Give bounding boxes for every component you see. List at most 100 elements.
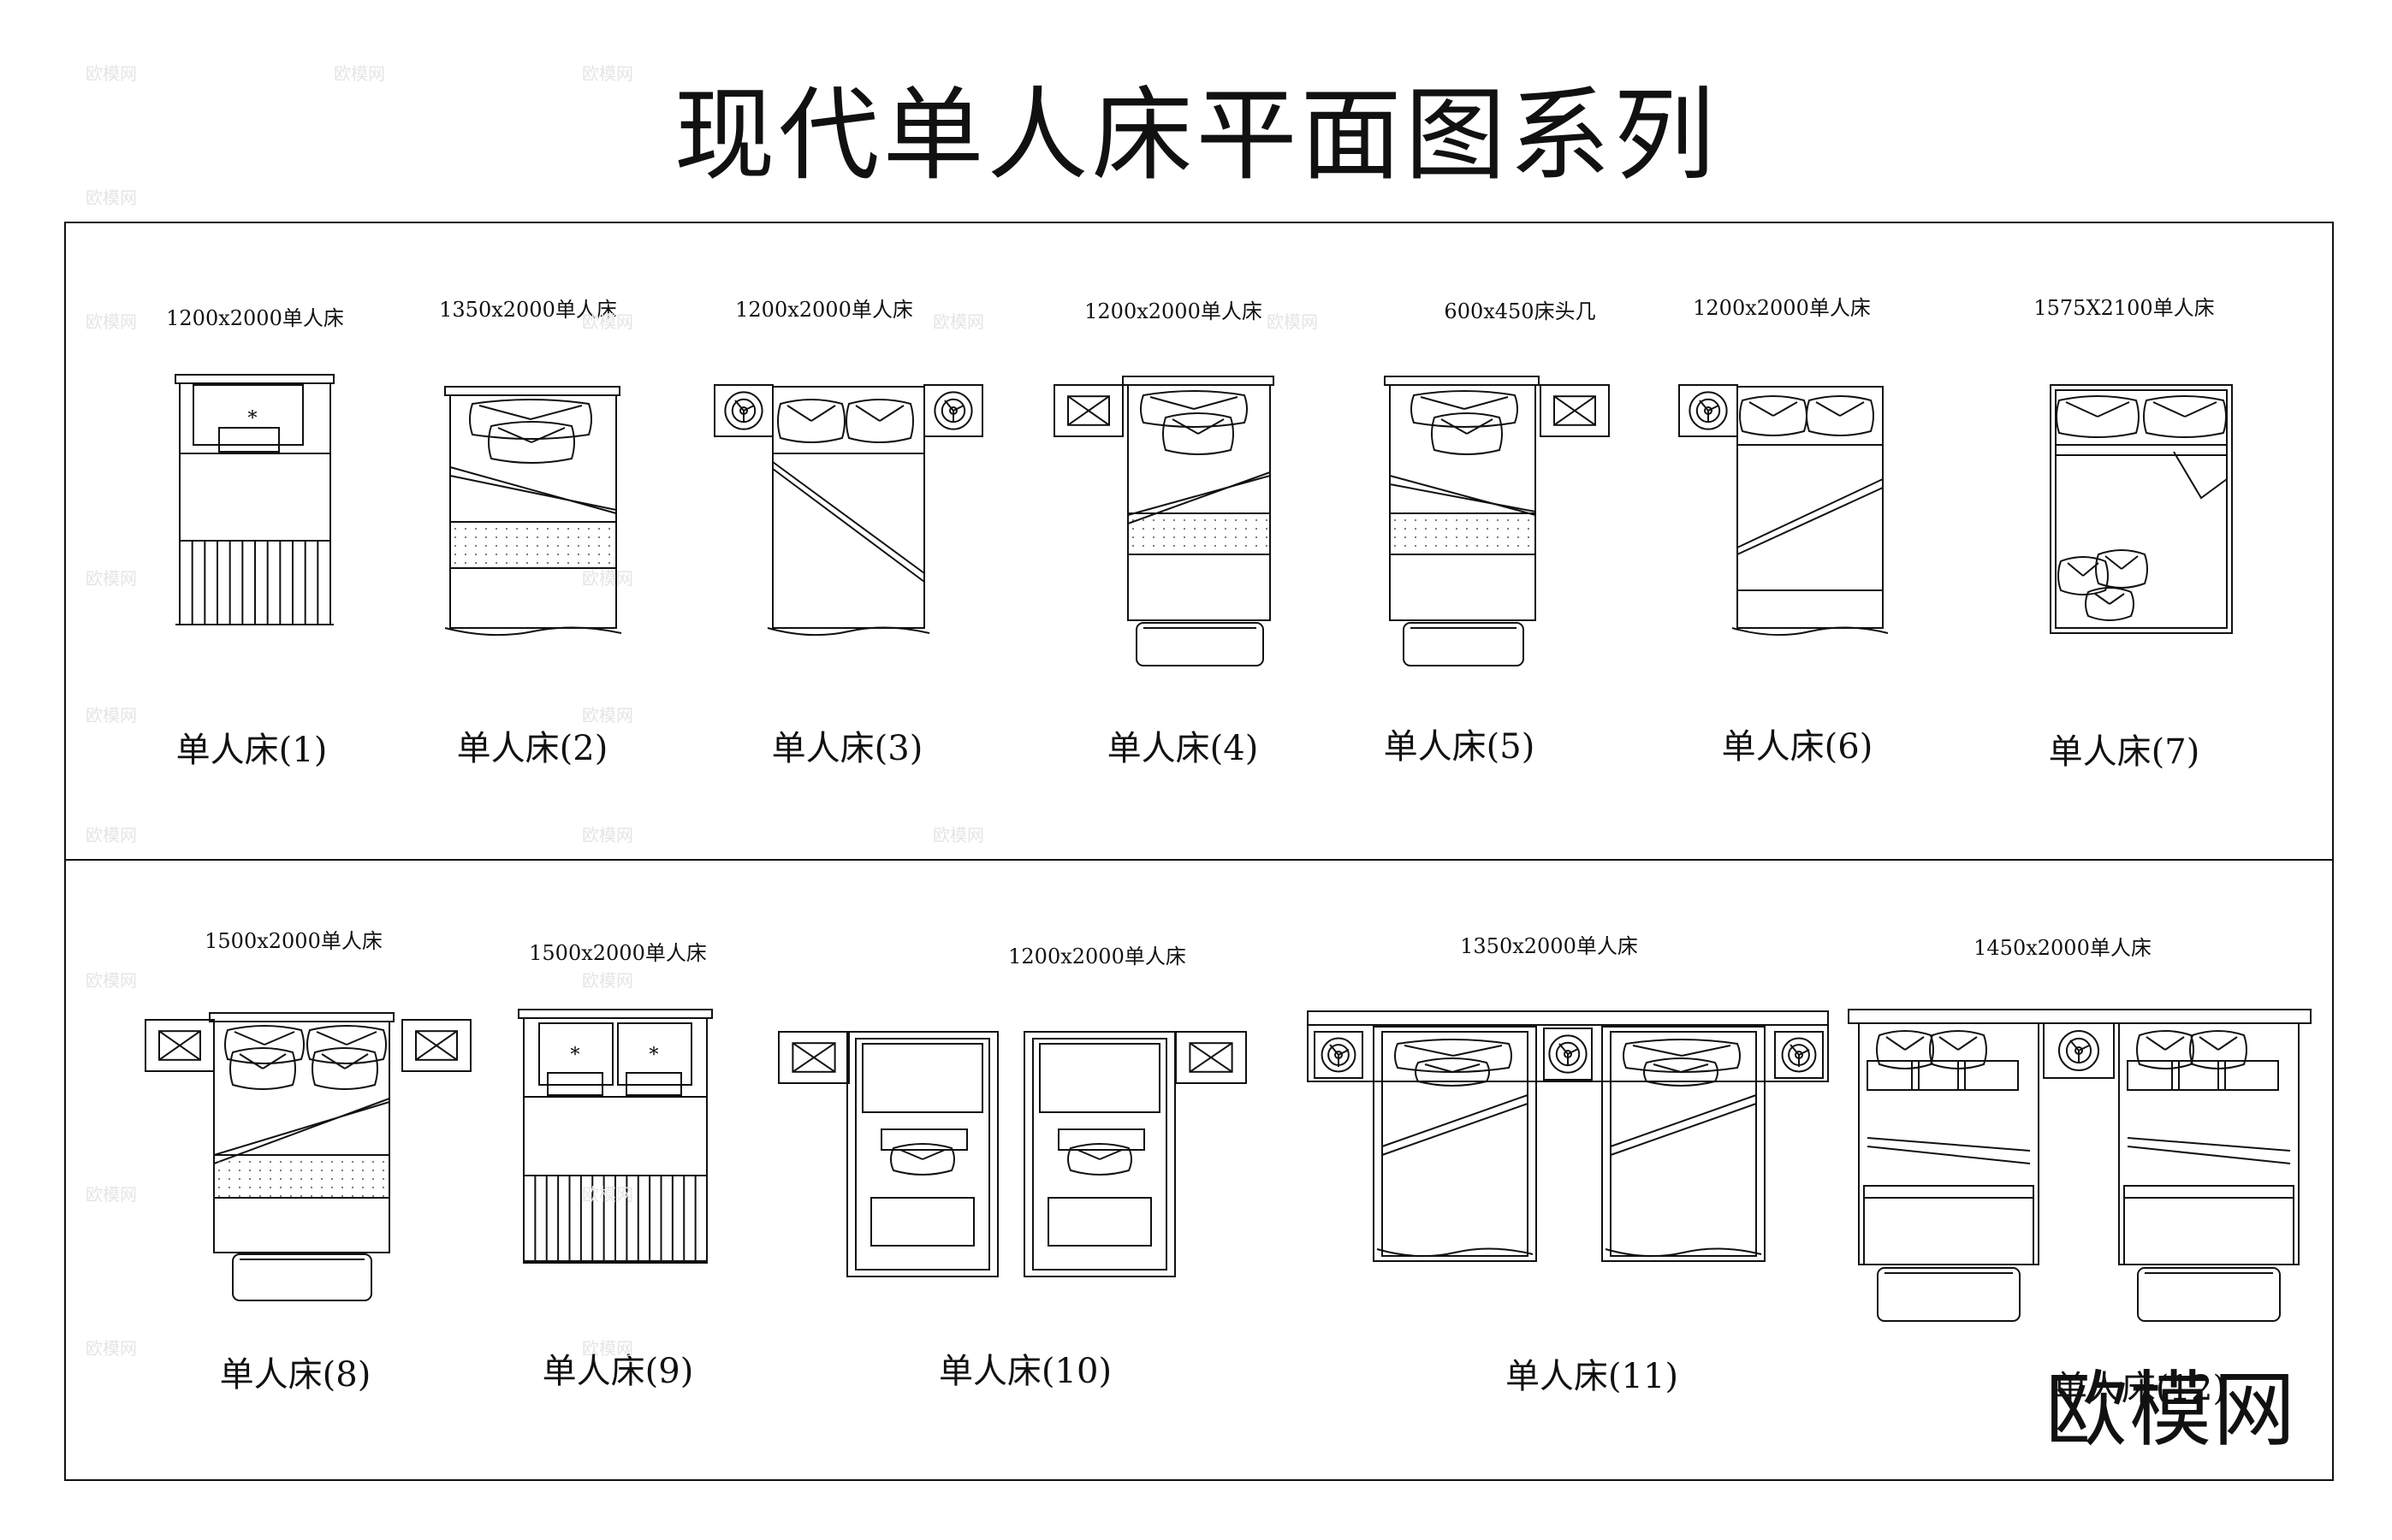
watermark-text: 欧模网 [933,311,984,332]
bed-1: * [175,374,335,625]
pillow [1394,1039,1512,1073]
pillow [224,1025,305,1064]
watermark-text: 欧模网 [86,1338,137,1359]
bed-9: ** [518,1009,713,1264]
bed-5 [1384,376,1610,666]
watermark-text: 欧模网 [86,970,137,991]
pillow [1067,1143,1132,1176]
quilted-band [1389,512,1536,555]
pillow [488,421,575,464]
nightstand [1175,1031,1247,1084]
bed-2 [444,386,622,637]
watermark-text: 欧模网 [1267,311,1318,332]
nightstand [145,1019,215,1072]
pillow [1431,412,1503,455]
watermark-text: 欧模网 [86,1184,137,1205]
pillow [1876,1030,1934,1069]
nightstand [1054,384,1124,437]
bed-name-label: 单人床(11) [1505,1357,1678,1396]
watermark-text: 欧模网 [86,568,137,589]
pillow [1140,390,1248,428]
bed-skirt [1376,1247,1534,1258]
nightstand [778,1031,850,1084]
watermark-text: 欧模网 [86,187,137,208]
quilted-band [449,521,617,569]
watermark-text: 欧模网 [582,970,633,991]
bottom-panel-frame [64,859,2334,1481]
pillow [1929,1030,1987,1069]
pillow [469,399,592,440]
bed-bench [1877,1267,2021,1322]
bed-dimension-label: 1450x2000单人床 [1974,936,2152,960]
bed-name-label: 单人床(9) [543,1352,694,1391]
bed-dimension-label: 1200x2000单人床 [735,298,913,322]
blanket-fold [1389,475,1536,516]
svg-text:*: * [650,1045,659,1066]
nightstand [1543,1028,1593,1081]
watermark-text: 欧模网 [582,1184,633,1205]
blanket-fold [449,466,617,514]
svg-text:*: * [248,408,258,429]
bed-dimension-label: 1200x2000单人床 [1084,299,1262,323]
svg-text:*: * [571,1045,580,1066]
pillow [846,399,914,443]
nightstand [1774,1031,1824,1079]
pillow [1415,1057,1490,1087]
bed-name-label: 单人床(5) [1384,727,1535,767]
pillow [1643,1057,1718,1087]
bed-8 [145,1012,472,1301]
bed-name-label: 单人床(3) [772,729,923,768]
watermark-text: 欧模网 [86,825,137,845]
bed-name-label: 单人床(6) [1722,727,1873,767]
blanket-fold [1127,471,1271,524]
pillow [312,1047,378,1090]
bed-bench [1403,622,1524,666]
bed-name-label: 单人床(12) [2053,1369,2226,1408]
pillow [1410,390,1518,428]
pillow [2189,1030,2247,1069]
bed-name-label: 单人床(10) [939,1352,1112,1391]
bed-bench [232,1253,372,1301]
nightstand [401,1019,472,1072]
quilted-band [1127,512,1271,555]
pillow [2085,587,2134,621]
bed-skirt [1605,1247,1762,1258]
striped-blanket [523,1175,708,1262]
bed-dimension-label: 1350x2000单人床 [439,298,617,322]
bed-bench [1136,622,1264,666]
pillow [229,1047,296,1090]
nightstand [923,384,983,437]
watermark-text: 欧模网 [582,825,633,845]
bed-11 [1307,1010,1829,1262]
bed-dimension-label: 1500x2000单人床 [529,941,707,965]
bed-skirt [767,626,930,637]
bed-name-label: 单人床(1) [176,731,328,770]
watermark-text: 欧模网 [86,705,137,726]
bed-name-label: 单人床(8) [220,1355,371,1395]
pillow [2056,395,2140,438]
pillow [777,399,846,443]
bed-7 [2050,384,2233,634]
bed-name-label: 单人床(2) [457,729,608,768]
pillow [2143,395,2227,438]
watermark-text: 欧模网 [86,311,137,332]
page-title: 现代单人床平面图系列 [674,76,1718,194]
quilted-band [213,1154,390,1199]
nightstand [714,384,774,437]
watermark-text: 欧模网 [582,63,633,84]
bed-dimension-label: 1200x2000单人床 [1008,945,1186,968]
nightstand [2043,1022,2115,1079]
striped-blanket [179,540,331,625]
bed-skirt [444,626,622,637]
pillow [1162,412,1234,455]
bed-3 [714,384,983,637]
watermark-text: 欧模网 [933,825,984,845]
bed-skirt [1731,626,1889,637]
pillow [2095,549,2148,589]
striped-blanket [2123,1185,2294,1265]
watermark-text: 欧模网 [334,63,385,84]
watermark-text: 欧模网 [582,568,633,589]
watermark-text: 欧模网 [582,705,633,726]
bed-name-label: 单人床(7) [2049,732,2200,772]
pillow [306,1025,387,1064]
